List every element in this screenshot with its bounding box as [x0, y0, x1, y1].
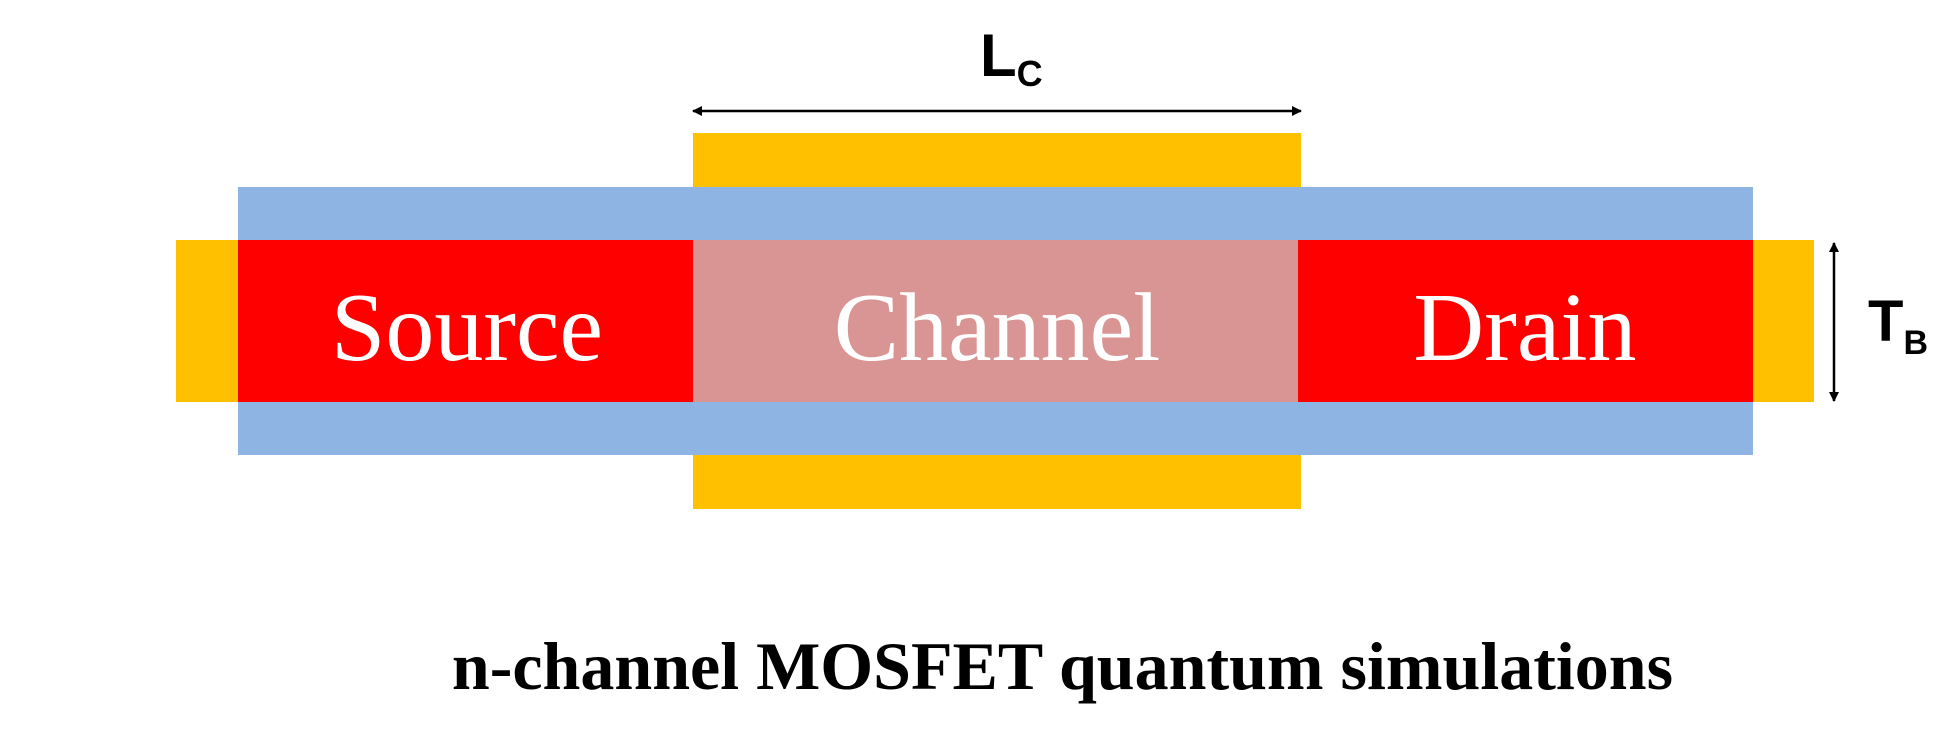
- source-contact: [176, 240, 242, 402]
- top-gate: [693, 133, 1301, 190]
- figure-caption: n-channel MOSFET quantum simulations: [451, 628, 1674, 704]
- channel-region: [693, 240, 1301, 402]
- channel-length-label: LC: [980, 22, 1043, 94]
- top-oxide: [238, 187, 1753, 244]
- drain-label: Drain: [1413, 274, 1636, 382]
- drain-region: [1298, 240, 1753, 402]
- drain-contact: [1750, 240, 1814, 402]
- body-thickness-subscript: B: [1903, 324, 1928, 362]
- channel-label: Channel: [834, 274, 1161, 382]
- bottom-oxide: [238, 398, 1753, 455]
- body-thickness-label: TB: [1868, 289, 1928, 362]
- channel-length-main: L: [980, 22, 1017, 89]
- source-region: [238, 240, 696, 402]
- channel-length-subscript: C: [1017, 53, 1043, 94]
- body-thickness-main: T: [1868, 289, 1903, 354]
- bottom-gate: [693, 452, 1301, 509]
- source-label: Source: [331, 274, 603, 382]
